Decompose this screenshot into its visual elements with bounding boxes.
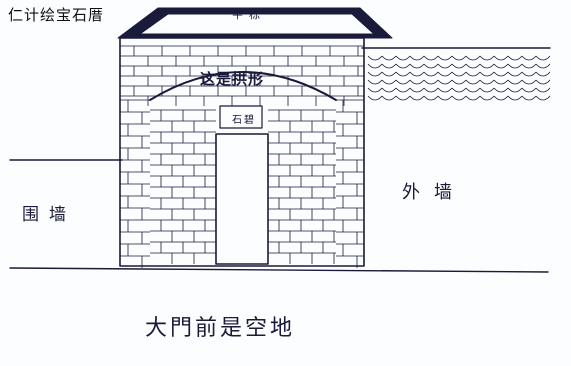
roof-tile	[493, 87, 509, 93]
roof-tile	[507, 55, 523, 61]
roof-tile	[507, 79, 523, 85]
roof-tile	[493, 63, 509, 69]
roof-tile	[423, 71, 439, 77]
roof-tile	[409, 63, 425, 69]
drawing-caption: 仁计绘宝石厝	[8, 6, 105, 24]
roof-tile	[409, 79, 425, 85]
roof-tile	[479, 63, 495, 69]
roof-tile	[465, 55, 481, 61]
ground-line	[9, 267, 549, 273]
roof-tile	[465, 71, 481, 77]
roof-tile	[493, 79, 509, 85]
roof-tile	[521, 63, 537, 69]
roof-tile	[395, 95, 411, 101]
roof-tile	[507, 71, 523, 77]
roof-tile	[465, 87, 481, 93]
roof-tile	[521, 87, 537, 93]
roof-tile	[423, 55, 439, 61]
tablet-label: 石碧	[232, 115, 256, 126]
roof-tile	[381, 55, 397, 61]
right-wall-label: 外墙	[402, 182, 466, 203]
roof-tile	[479, 79, 495, 85]
roof-tile	[479, 55, 495, 61]
roof-tile	[381, 95, 397, 101]
roof-tile	[535, 87, 551, 93]
roof-tile	[479, 87, 495, 93]
roof-tile	[451, 71, 467, 77]
roof-tile	[493, 71, 509, 77]
roof-tile	[381, 63, 397, 69]
roof-tile	[437, 87, 453, 93]
roof-tile	[535, 55, 551, 61]
roof-tile	[367, 95, 383, 101]
roof-tile	[479, 71, 495, 77]
roof-label: 芊栋	[232, 8, 266, 21]
roof-tile	[493, 55, 509, 61]
roof-tile	[423, 87, 439, 93]
doorway	[215, 133, 269, 265]
roof-cap-inner	[139, 13, 375, 35]
roof-tile	[535, 79, 551, 85]
roof-tile	[423, 95, 439, 101]
left-wall-label: 围墙	[22, 205, 76, 225]
roof-tile	[437, 95, 453, 101]
roof-tile	[367, 87, 383, 93]
roof-tile	[465, 95, 481, 101]
roof-tile	[451, 87, 467, 93]
roof-tile	[535, 63, 551, 69]
roof-tile	[381, 71, 397, 77]
roof-tile	[451, 95, 467, 101]
name-tablet	[219, 105, 263, 129]
roof-tile	[367, 79, 383, 85]
arch-label: 这是拱形	[200, 70, 265, 88]
roof-tile	[395, 63, 411, 69]
roof-tile	[409, 95, 425, 101]
roof-tile	[367, 71, 383, 77]
roof-tile	[465, 79, 481, 85]
roof-tile	[521, 71, 537, 77]
roof-tile	[451, 63, 467, 69]
roof-tile	[451, 55, 467, 61]
roof-tile	[507, 95, 523, 101]
roof-tile	[409, 71, 425, 77]
roof-tile	[535, 71, 551, 77]
roof-tile	[535, 95, 551, 101]
roof-tile	[395, 79, 411, 85]
roof-tile	[507, 87, 523, 93]
roof-tile	[465, 63, 481, 69]
roof-tile	[521, 55, 537, 61]
roof-tile	[395, 55, 411, 61]
roof-tile	[395, 71, 411, 77]
roof-tile	[437, 71, 453, 77]
roof-tile	[521, 95, 537, 101]
roof-tile	[437, 55, 453, 61]
roof-tile	[437, 63, 453, 69]
roof-tile	[381, 87, 397, 93]
roof-tile	[437, 79, 453, 85]
roof-tile	[423, 63, 439, 69]
roof-tile	[367, 63, 383, 69]
roof-tile	[395, 87, 411, 93]
roof-tile	[507, 63, 523, 69]
roof-tile	[409, 55, 425, 61]
roof-tile	[493, 95, 509, 101]
roof-tile	[521, 79, 537, 85]
roof-tile	[367, 55, 383, 61]
ground-label: 大門前是空地	[145, 316, 296, 341]
roof-tile	[479, 95, 495, 101]
roof-tile	[423, 79, 439, 85]
roof-tile	[451, 79, 467, 85]
roof-tile	[381, 79, 397, 85]
roof-tile	[409, 87, 425, 93]
arch-curve	[149, 71, 337, 101]
gate-block	[119, 37, 365, 267]
